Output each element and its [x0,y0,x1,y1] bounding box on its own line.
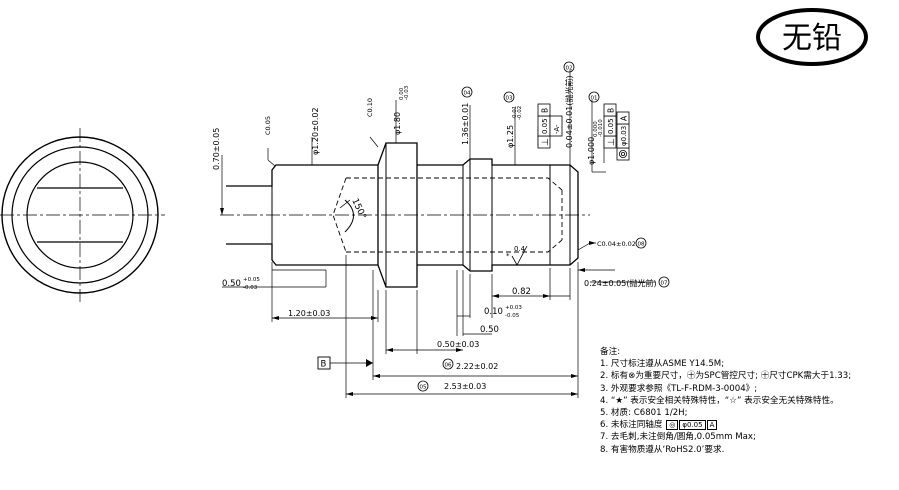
dim-2-53: 2.53±0.03 [444,382,486,391]
chamfer-c004: C0.04±0.02 [597,240,636,248]
balloons [417,61,670,392]
perp-ref: B [541,108,550,113]
dim-0-50-left-tol-dn: -0.03 [243,285,258,291]
perp2-symbol: ⊥ [607,138,617,146]
datum-b-box: B [317,356,331,370]
notes-block: 备注: 1. 尺寸标注遵从ASME Y14.5M; 2. 标有⊗为重要尺寸，㊉为… [600,346,895,456]
datum-a-label: -A- [553,124,561,134]
arrowheads [220,208,596,396]
dim-0-04: 0.04±0.01(抛光前) [564,75,574,148]
note-line-6-text: 6. 未标注同轴度 [600,420,663,431]
note6-frame-symbol: ◎ [666,419,679,430]
dim-0-10-tol-dn: -0.05 [505,313,520,319]
dim-1-36: 1.36±0.01 [461,103,470,145]
dim-2-22: 2.22±0.02 [456,362,498,371]
dim-dia-1-25: φ1.25 [506,125,515,148]
dim-dia-1-80-tol-dn: -0.03 [404,85,410,100]
dim-0-50-mid: 0.50 [480,325,499,335]
dim-1-20: 1.20±0.03 [288,309,330,318]
notes-title: 备注: [600,347,621,357]
perp-tol: 0.05 [541,118,549,134]
chamfer-c005: C0.05 [264,116,272,135]
datum-b-label: B [321,360,327,370]
dim-dia-1-80-tol-up: 0.00 [399,87,405,100]
dim-dia-1-20: φ1.20±0.02 [311,107,320,155]
dim-dia-1-25-tol-up: -0.01 [512,106,518,120]
dim-0-24: 0.24±0.05(抛光前) [584,278,657,288]
dim-0-10-tol-up: +0.03 [505,305,522,311]
note-line-7: 7. 去毛刺,未注倒角/圆角,0.05mm Max; [600,432,756,443]
balloon-01: 01 [591,96,598,102]
note6-frame-tol: φ0.05 [679,419,706,430]
note-line-5: 5. 材质: C6801 1/2H; [600,408,688,419]
note-line-8: 8. 有害物质遵从‘RoHS2.0’要求. [600,444,725,455]
end-view [0,128,165,302]
conc-tol: φ0.03 [620,126,628,146]
dim-dia-1-000: φ1.000 [587,137,596,165]
conc-ref: A [620,115,629,121]
surface-roughness-symbol: * [506,245,528,266]
note-line-1: 1. 尺寸标注遵从ASME Y14.5M; [600,359,725,370]
note-line-2: 2. 标有⊗为重要尺寸，㊉为SPC管控尺寸; ㊉尺寸CPK需大于1.33; [600,371,852,382]
perp2-ref: B [607,108,616,113]
note-line-3: 3. 外观要求参照《TL-F-RDM-3-0004》; [600,383,758,394]
dim-0-70: 0.70±0.05 [212,128,221,170]
balloon-03: 03 [506,96,513,102]
dim-dia-1-000-tol-up: 0.000 [593,121,599,137]
dimension-texts: 0.70±0.05 C0.05 φ1.20±0.02 C0.10 φ1.80 0… [212,75,657,391]
balloon-labels: 04 03 02 01 05 06 07 08 [420,66,668,391]
side-view [220,142,590,288]
dim-dia-1-80: φ1.80 [393,112,402,135]
perp2-tol: 0.05 [607,118,615,134]
perp-symbol: ⊥ [541,138,551,146]
note-line-4: 4. “★” 表示安全相关特殊特性，“☆” 表示安全无关特殊特性。 [600,395,839,406]
perpendicularity-frame-2: ⊥ 0.05 B [603,103,617,149]
balloon-05: 05 [420,385,427,391]
perpendicularity-frame-1: ⊥ 0.05 B -A- [537,103,563,149]
dim-0-50-left-tol-up: +0.05 [243,277,260,283]
note6-frame-ref: A [706,419,718,430]
dim-dia-1-000-tol-dn: -0.010 [598,119,604,137]
dim-0-10: 0.10 [484,307,503,317]
roughness-value: 0.4 [514,245,526,253]
dim-0-82: 0.82 [512,287,531,297]
dim-0-50-left: 0.50 [222,279,241,289]
balloon-07: 07 [661,281,668,287]
balloon-08: 08 [638,242,645,248]
stamp-text: 无铅 [782,21,842,56]
dimension-lines [221,70,655,398]
balloon-02: 02 [566,66,573,72]
svg-text:*: * [506,252,510,260]
lead-free-stamp: 无铅 [756,8,868,66]
dim-dia-1-25-tol-dn: -0.02 [517,106,523,120]
dim-0-50-flange: 0.50±0.03 [437,340,479,349]
balloon-04: 04 [464,91,471,97]
concentricity-frame: φ0.03 A [616,111,630,161]
balloon-06: 06 [445,363,452,369]
chamfer-c010: C0.10 [366,98,374,117]
